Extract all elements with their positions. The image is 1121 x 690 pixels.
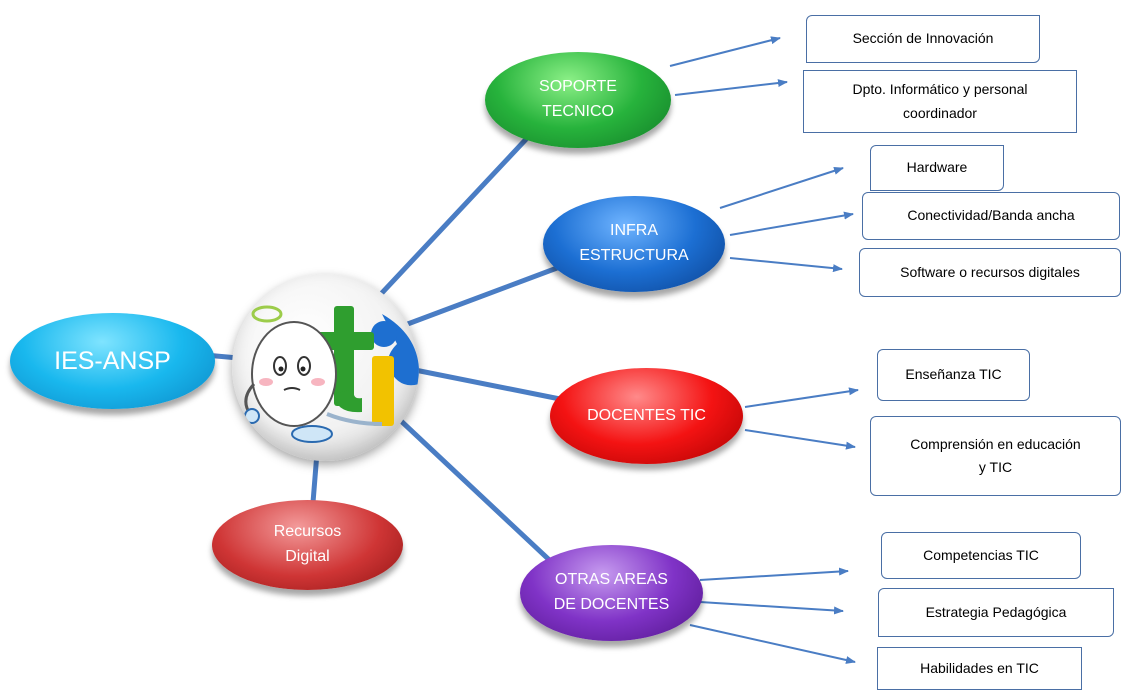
connector-soporte bbox=[377, 132, 533, 298]
leaf-label: Comprensión en educación y TIC bbox=[910, 435, 1081, 475]
leaf-label: Sección de Innovación bbox=[852, 30, 994, 47]
leaf-label: Habilidades en TIC bbox=[920, 659, 1039, 676]
branch-node-recursos-digital: Recursos Digital bbox=[212, 500, 403, 590]
arrow-software bbox=[729, 257, 843, 273]
root-label: IES-ANSP bbox=[54, 346, 171, 375]
branch-node-infra-estructura: INFRA ESTRUCTURA bbox=[543, 196, 725, 292]
leaf-box-dpto-informatico: Dpto. Informático y personal coordinador bbox=[803, 70, 1077, 133]
leaf-label: Hardware bbox=[906, 159, 968, 176]
branch-node-docentes-tic: DOCENTES TIC bbox=[550, 368, 743, 464]
leaf-label: Estrategia Pedagógica bbox=[925, 603, 1067, 620]
leaf-arrows bbox=[669, 36, 859, 664]
root-node-ies-ansp: IES-ANSP bbox=[10, 313, 215, 409]
leaf-label: Dpto. Informático y personal coordinador bbox=[852, 81, 1028, 121]
leaf-label: Competencias TIC bbox=[923, 546, 1039, 563]
arrow-competencias bbox=[699, 567, 849, 581]
arrow-estrategia bbox=[699, 601, 844, 615]
branch-node-soporte-tecnico: SOPORTE TECNICO bbox=[485, 52, 671, 148]
branch-node-otras-areas: OTRAS AREAS DE DOCENTES bbox=[520, 545, 703, 641]
branch-label-docentes: DOCENTES TIC bbox=[587, 406, 706, 424]
leaf-box-software: Software o recursos digitales bbox=[859, 248, 1121, 297]
arrow-hardware bbox=[719, 166, 844, 209]
leaf-label: Enseñanza TIC bbox=[905, 366, 1002, 383]
leaf-box-hardware: Hardware bbox=[870, 145, 1004, 191]
leaf-box-conectividad: Conectividad/Banda ancha bbox=[862, 192, 1120, 240]
leaf-box-ensenanza-tic: Enseñanza TIC bbox=[877, 349, 1030, 401]
connector-infra bbox=[402, 262, 568, 328]
leaf-box-competencias-tic: Competencias TIC bbox=[881, 532, 1081, 579]
branch-label-otras: OTRAS AREAS DE DOCENTES bbox=[553, 571, 670, 613]
branch-label-soporte: SOPORTE TECNICO bbox=[539, 78, 617, 120]
arrow-habilidades bbox=[689, 624, 856, 664]
branch-label-infra: INFRA ESTRUCTURA bbox=[579, 222, 689, 264]
leaf-label: Software o recursos digitales bbox=[900, 263, 1080, 280]
branch-label-recursos: Recursos Digital bbox=[273, 523, 342, 565]
arrow-ensenanza bbox=[744, 387, 859, 408]
leaf-box-seccion-innovacion: Sección de Innovación bbox=[806, 15, 1040, 63]
ti-mascot-icon bbox=[244, 305, 419, 443]
arrow-dpto bbox=[674, 79, 788, 96]
leaf-label: Conectividad/Banda ancha bbox=[907, 207, 1075, 224]
arrow-comprension bbox=[744, 429, 856, 450]
arrow-innovacion bbox=[669, 36, 781, 67]
leaf-box-comprension: Comprensión en educación y TIC bbox=[870, 416, 1121, 496]
connector-docentes bbox=[412, 367, 568, 403]
leaf-box-habilidades-tic: Habilidades en TIC bbox=[877, 647, 1082, 690]
leaf-box-estrategia-pedagogica: Estrategia Pedagógica bbox=[878, 588, 1114, 637]
center-ti-logo-icon bbox=[232, 274, 419, 461]
connector-otras bbox=[397, 417, 563, 573]
arrow-conectividad bbox=[729, 211, 854, 236]
